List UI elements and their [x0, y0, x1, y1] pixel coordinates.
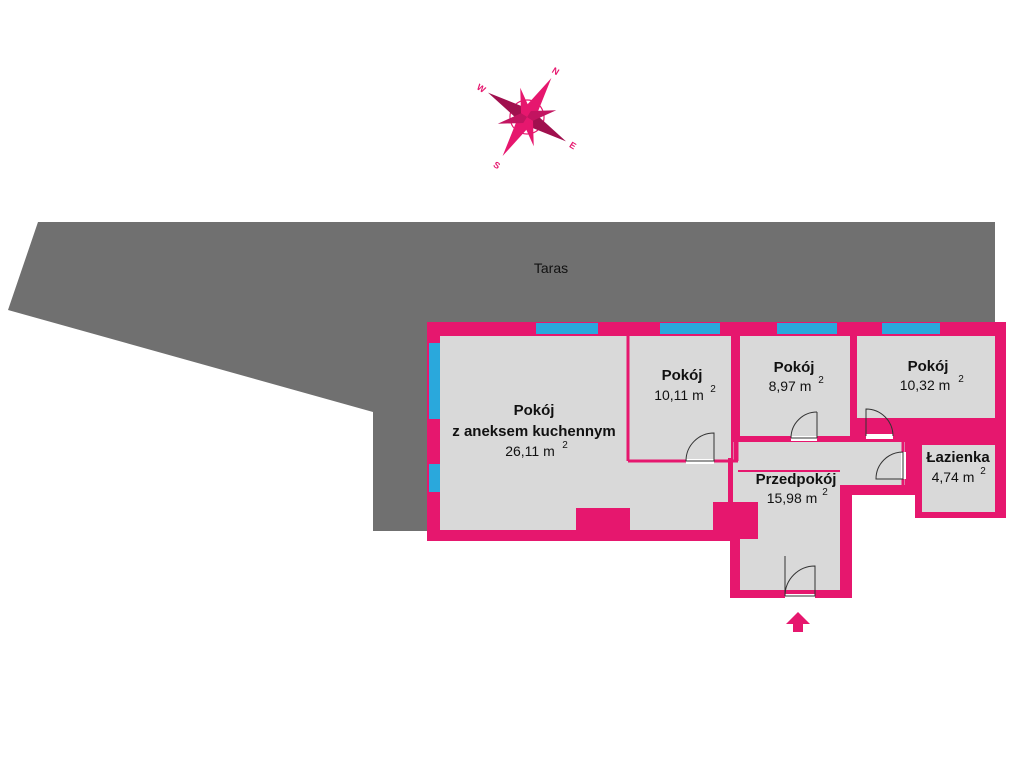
- room-label-bathroom: Łazienka 4,74 m 2: [926, 449, 990, 485]
- compass-label-w: W: [475, 82, 488, 95]
- kitchen-block-left: [576, 508, 630, 535]
- room-label-hall: Przedpokój 15,98 m 2: [756, 471, 837, 506]
- compass-point-sw: [497, 113, 527, 124]
- window: [660, 323, 720, 334]
- floor-hall: [733, 442, 905, 590]
- door-room1: [685, 432, 715, 464]
- entrance-arrow-icon: [786, 612, 810, 632]
- room-area-sup: 2: [980, 466, 986, 477]
- room-area: 10,11 m: [654, 387, 704, 403]
- compass-label-e: E: [568, 140, 578, 152]
- room-area-sup: 2: [562, 440, 568, 451]
- floor-room3: [857, 336, 995, 418]
- room-name: Łazienka: [926, 449, 990, 466]
- doors: [685, 408, 906, 600]
- kitchen-block-right: [713, 502, 758, 539]
- bathroom-wall-block: [978, 420, 996, 442]
- windows: [429, 323, 940, 492]
- window: [777, 323, 837, 334]
- room-area: 10,32 m: [900, 377, 951, 393]
- floor-room1: [633, 336, 731, 458]
- terrace-area: [8, 222, 995, 531]
- window: [536, 323, 598, 334]
- room-name: Pokój: [662, 367, 703, 384]
- room-subname: z aneksem kuchennym: [452, 423, 615, 440]
- room-area-sup: 2: [710, 384, 716, 395]
- room-area-sup: 2: [822, 487, 828, 498]
- floor-room2: [740, 336, 850, 436]
- compass-point-w: [487, 92, 527, 120]
- room-area: 8,97 m: [769, 378, 812, 394]
- room-name: Pokój: [514, 402, 555, 419]
- room-area: 4,74 m: [932, 469, 975, 485]
- room-name: Pokój: [774, 359, 815, 376]
- compass-point-ne: [527, 110, 557, 121]
- floor-bathroom: [922, 445, 995, 512]
- room-area-sup: 2: [958, 374, 964, 385]
- room-label-room3: Pokój 10,32 m 2: [900, 358, 965, 393]
- compass-rose: N E S W: [475, 65, 578, 172]
- room-name: Pokój: [908, 358, 949, 375]
- room-name: Przedpokój: [756, 471, 837, 488]
- interior-walls: [626, 336, 1000, 493]
- window: [429, 343, 440, 419]
- window: [882, 323, 940, 334]
- room-label-room2: Pokój 8,97 m 2: [769, 359, 825, 394]
- compass-point-n: [524, 77, 552, 117]
- door-entrance: [784, 556, 816, 600]
- door-bathroom: [875, 451, 906, 480]
- door-room3: [865, 408, 894, 439]
- room-area: 15,98 m: [767, 490, 818, 506]
- compass-point-nw: [520, 87, 531, 117]
- room-area: 26,11 m: [505, 443, 555, 459]
- terrace-label: Taras: [534, 260, 568, 276]
- room-label-room1: Pokój 10,11 m 2: [654, 367, 716, 403]
- room-label-living: Pokój z aneksem kuchennym 26,11 m 2: [452, 402, 615, 459]
- compass-point-e: [527, 114, 567, 142]
- room-area-sup: 2: [818, 375, 824, 386]
- door-room2: [790, 411, 818, 441]
- compass-point-s: [502, 117, 530, 157]
- compass-label-s: S: [492, 160, 502, 172]
- window: [429, 464, 440, 492]
- compass-label-n: N: [550, 65, 561, 77]
- compass-point-se: [523, 117, 534, 147]
